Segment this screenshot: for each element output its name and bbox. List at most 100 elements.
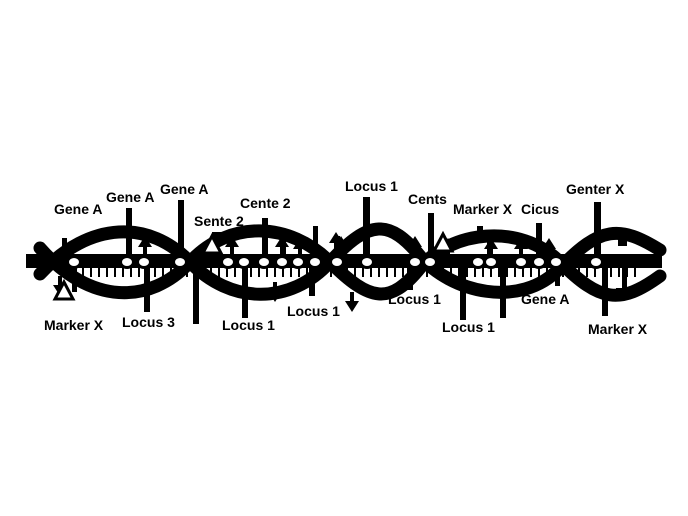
down-arrow-icon: [268, 291, 282, 302]
tick-mark: [346, 268, 348, 277]
label-marker-x-top: Marker X: [453, 201, 513, 217]
gene-bar: [460, 268, 466, 320]
circle-marker-icon: [548, 255, 564, 269]
gene-bar: [62, 238, 67, 252]
circle-markers: [66, 255, 604, 269]
label-locus-1-d: Locus 1: [442, 319, 495, 335]
label-marker-x-bottom-right: Marker X: [588, 321, 648, 337]
label-locus-3: Locus 3: [122, 314, 175, 330]
tick-mark: [330, 268, 332, 277]
arrow-shaft: [230, 246, 234, 256]
tick-mark: [522, 268, 524, 277]
tick-mark: [362, 268, 364, 277]
label-locus-1-top: Locus 1: [345, 178, 398, 194]
arrow-shaft: [143, 246, 147, 256]
up-arrow-icon: [484, 238, 498, 249]
tick-mark: [458, 268, 460, 277]
tick-mark: [130, 268, 132, 277]
triangle-marker-icon: [431, 230, 455, 253]
tick-mark: [202, 268, 204, 277]
label-marker-x-bottom-left: Marker X: [44, 317, 104, 333]
up-arrow-icon: [138, 236, 152, 247]
gene-bar: [477, 226, 483, 238]
gene-bar: [428, 213, 434, 259]
label-locus-1-b: Locus 1: [287, 303, 340, 319]
tick-mark: [618, 268, 620, 277]
tick-mark: [426, 268, 428, 277]
circle-marker-icon: [588, 255, 604, 269]
tick-mark: [306, 268, 308, 277]
tick-mark: [378, 268, 380, 277]
label-locus-1-a: Locus 1: [222, 317, 275, 333]
gene-bar: [144, 268, 150, 312]
tick-mark: [186, 268, 188, 277]
gene-bar: [72, 258, 77, 292]
label-sente-2: Sente 2: [194, 213, 244, 229]
circle-marker-icon: [220, 255, 236, 269]
tick-mark: [234, 268, 236, 277]
circle-marker-icon: [119, 255, 135, 269]
triangle-markers: [52, 230, 455, 301]
circle-marker-icon: [329, 255, 345, 269]
gene-bar: [313, 226, 318, 260]
gene-bar: [407, 268, 413, 290]
label-cents: Cents: [408, 191, 447, 207]
arrow-shaft: [489, 248, 493, 258]
tick-mark: [474, 268, 476, 277]
up-arrow-icon: [334, 236, 348, 247]
tick-mark: [354, 268, 356, 277]
gene-bar: [193, 268, 199, 324]
circle-marker-icon: [513, 255, 529, 269]
arrow-shaft: [350, 292, 354, 302]
tick-mark: [538, 268, 540, 277]
label-genter-x: Genter X: [566, 181, 625, 197]
tick-mark: [90, 268, 92, 277]
circle-marker-icon: [531, 255, 547, 269]
tick-mark: [282, 268, 284, 277]
tick-mark: [210, 268, 212, 277]
tick-mark: [218, 268, 220, 277]
tick-mark: [290, 268, 292, 277]
gene-bar: [594, 202, 601, 258]
up-arrow-icon: [408, 236, 422, 247]
gene-bar: [616, 288, 626, 294]
tick-mark: [250, 268, 252, 277]
circle-marker-icon: [470, 255, 486, 269]
tick-mark: [402, 268, 404, 277]
top-labels: Gene A Gene A Gene A Sente 2 Cente 2 Loc…: [54, 178, 625, 229]
up-arrow-icon: [514, 238, 528, 249]
up-arrow-icon: [225, 236, 239, 247]
tick-mark: [578, 268, 580, 277]
tick-mark: [490, 268, 492, 277]
tick-mark: [386, 268, 388, 277]
gene-bar: [126, 208, 132, 260]
up-arrow-icon: [293, 238, 307, 249]
tick-mark: [122, 268, 124, 277]
tick-mark: [274, 268, 276, 277]
circle-marker-icon: [359, 255, 375, 269]
tick-mark: [562, 268, 564, 277]
tick-mark: [594, 268, 596, 277]
tick-mark: [634, 268, 636, 277]
tick-mark: [298, 268, 300, 277]
label-gene-a-1: Gene A: [54, 201, 103, 217]
gene-bar: [262, 218, 268, 258]
gene-bar: [555, 264, 560, 286]
arrow-shaft: [547, 248, 551, 258]
tick-mark: [258, 268, 260, 277]
arrow-shaft: [446, 248, 450, 258]
tick-mark: [226, 268, 228, 277]
tick-mark: [266, 268, 268, 277]
tick-mark: [482, 268, 484, 277]
circle-marker-icon: [236, 255, 252, 269]
tick-mark: [434, 268, 436, 277]
label-gene-a-3: Gene A: [160, 181, 209, 197]
arrow-shaft: [280, 246, 284, 256]
arrow-shaft: [273, 282, 277, 292]
triangle-marker-icon: [200, 232, 224, 255]
label-locus-1-c: Locus 1: [388, 291, 441, 307]
circle-marker-icon: [256, 255, 272, 269]
arrow-shaft: [339, 246, 343, 256]
arrow-shaft: [58, 276, 62, 286]
tick-mark: [138, 268, 140, 277]
